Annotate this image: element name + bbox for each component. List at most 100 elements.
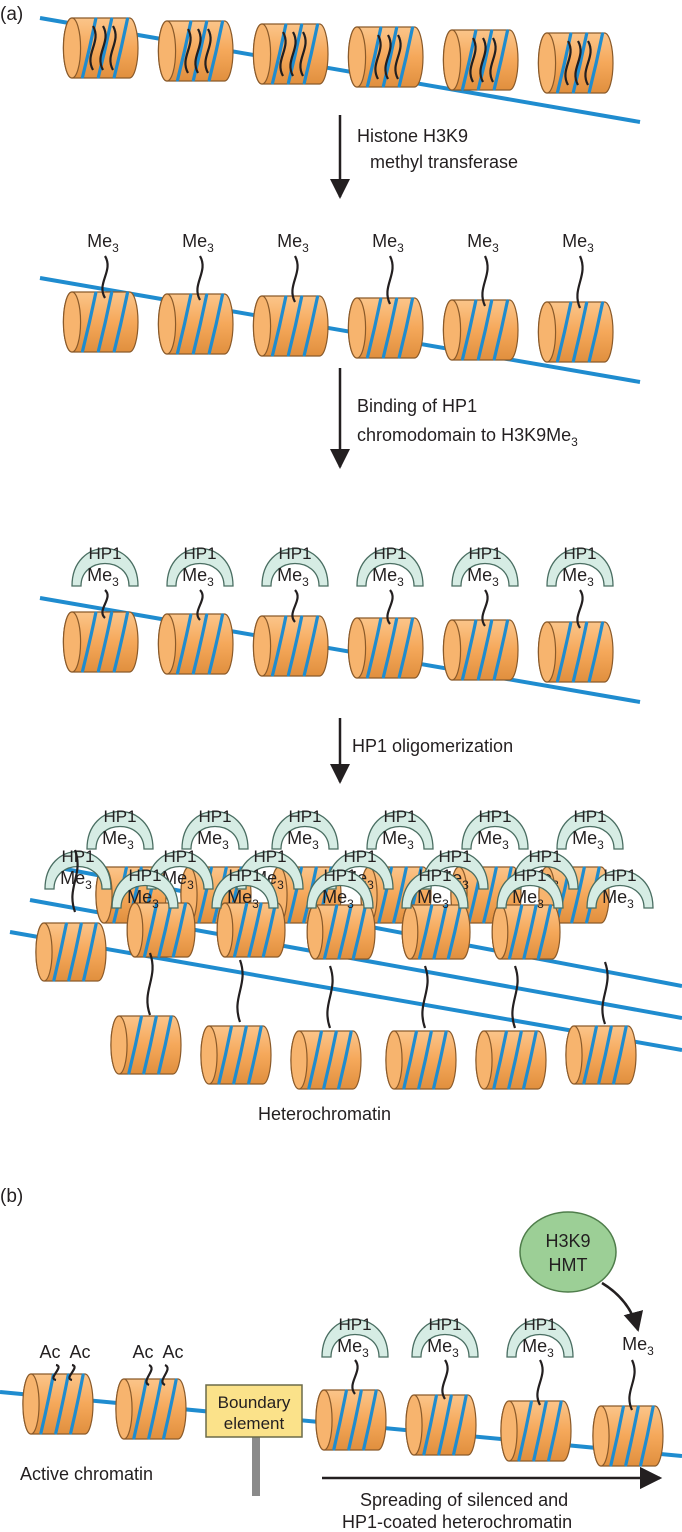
histone-tail <box>204 28 212 74</box>
nucleosome <box>592 1405 664 1467</box>
histone-tail <box>386 589 394 625</box>
histone-tail <box>489 37 497 83</box>
histone-tail <box>326 965 334 1029</box>
me3-label: Me3 <box>337 1336 369 1360</box>
hp1-label: HP1 <box>128 866 161 885</box>
nucleosome <box>565 1025 637 1085</box>
hp1-label: HP1 <box>183 544 216 563</box>
hmt-ellipse <box>519 1211 617 1293</box>
me3-label: Me3 <box>277 565 309 589</box>
hp1-label: HP1 <box>528 847 561 866</box>
hmt-enzyme: H3K9 HMT <box>519 1211 644 1332</box>
spreading-label-line2: HP1-coated heterochromatin <box>342 1512 572 1532</box>
hp1-label: HP1 <box>198 807 231 826</box>
nucleosome <box>442 299 519 361</box>
me3-label: Me3 <box>87 231 119 255</box>
nucleosome <box>22 1373 94 1435</box>
hp1-label: HP1 <box>513 866 546 885</box>
me3-label: Me3 <box>512 887 544 911</box>
step2-label-subscript: 3 <box>571 435 578 449</box>
nucleosome <box>200 1025 272 1085</box>
nucleosome <box>62 17 139 79</box>
me3-label: Me3 <box>522 1336 554 1360</box>
hp1-label: HP1 <box>343 847 376 866</box>
histone-tail <box>394 34 402 80</box>
ac-label: Ac <box>132 1342 153 1362</box>
nucleosome <box>157 293 234 355</box>
me3-label: Me3 <box>382 828 414 852</box>
histone-tail <box>564 40 572 86</box>
histone-tail <box>386 255 394 305</box>
hp1-label: HP1 <box>523 1315 556 1334</box>
histone-tail <box>628 1359 636 1411</box>
hp1-label: HP1 <box>373 544 406 563</box>
me3-label: Me3 <box>87 565 119 589</box>
boundary-label-line2: element <box>224 1414 285 1433</box>
ac-label: Ac <box>69 1342 90 1362</box>
hp1-label: HP1 <box>278 544 311 563</box>
boundary-element: Boundary element <box>205 1384 303 1496</box>
spreading-label-line1: Spreading of silenced and <box>360 1490 568 1510</box>
step2-label-line1: Binding of HP1 <box>357 396 477 416</box>
nucleosome <box>500 1400 572 1462</box>
heterochromatin-cluster: HP1Me3HP1Me3HP1Me3HP1Me3HP1Me3HP1Me3HP1M… <box>9 807 682 1090</box>
histone-tail <box>481 589 489 627</box>
histone-tail <box>289 31 297 77</box>
me3-label: Me3 <box>467 231 499 255</box>
me3-label: Me3 <box>60 868 92 892</box>
nucleosome <box>347 26 424 88</box>
nucleosome <box>126 902 196 958</box>
histone-tail <box>469 37 477 83</box>
nucleosome <box>252 615 329 677</box>
hp1-label: HP1 <box>103 807 136 826</box>
nucleosome <box>347 617 424 679</box>
hp1-label: HP1 <box>288 807 321 826</box>
step2-label-text: chromodomain to H3K9Me <box>357 425 571 445</box>
me3-label: Me3 <box>182 231 214 255</box>
histone-tail <box>146 952 154 1016</box>
histone-tail <box>89 25 97 71</box>
boundary-label-line1: Boundary <box>218 1393 291 1412</box>
me3-label: Me3 <box>197 828 229 852</box>
histone-tail <box>374 34 382 80</box>
hmt-label-line1: H3K9 <box>545 1231 590 1251</box>
step3-label: HP1 oligomerization <box>352 736 513 756</box>
nucleosome <box>537 301 614 363</box>
step1-label-line1: Histone H3K9 <box>357 126 468 146</box>
me3-label: Me3 <box>602 887 634 911</box>
hp1-label: HP1 <box>478 807 511 826</box>
hp1-label: HP1 <box>338 1315 371 1334</box>
nucleosome <box>442 29 519 91</box>
me3-label: Me3 <box>127 887 159 911</box>
me3-label: Me3 <box>622 1334 654 1358</box>
me3-label: Me3 <box>427 1336 459 1360</box>
histone-tail <box>384 34 392 80</box>
me3-label: Me3 <box>562 231 594 255</box>
nucleosome <box>405 1394 477 1456</box>
histone-tail <box>291 589 299 623</box>
panel-a-label: (a) <box>0 4 23 25</box>
hp1-label: HP1 <box>383 807 416 826</box>
histone-tail <box>601 961 609 1025</box>
hmt-label-line2: HMT <box>549 1255 588 1275</box>
histone-tail <box>101 255 109 299</box>
histone-tail <box>441 1359 449 1400</box>
histone-tail <box>52 1363 60 1382</box>
me3-label: Me3 <box>467 565 499 589</box>
nucleosome <box>252 23 329 85</box>
histone-tail <box>184 28 192 74</box>
me3-label: Me3 <box>572 828 604 852</box>
histone-tail <box>421 965 429 1029</box>
hp1-label: HP1 <box>88 544 121 563</box>
